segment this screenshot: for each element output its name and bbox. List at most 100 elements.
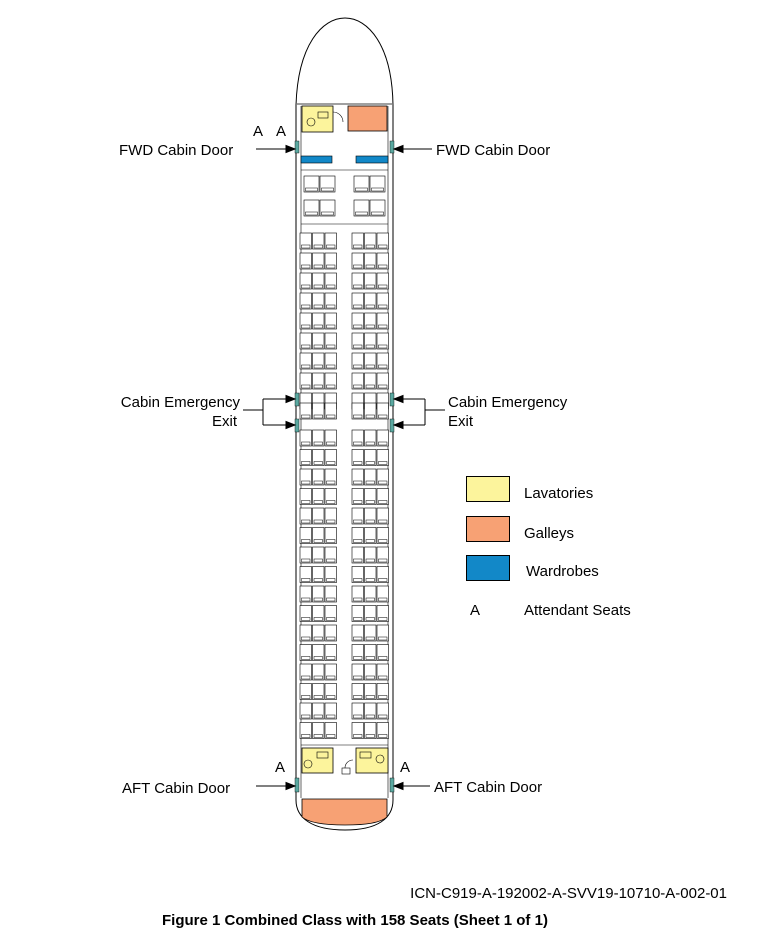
- economy-seat: [376, 312, 389, 330]
- aft-lavatory-left-sink: [316, 751, 329, 759]
- emergency-exit-right-label-line1: Cabin Emergency: [448, 394, 568, 411]
- economy-seat: [299, 352, 312, 370]
- economy-seat: [299, 546, 312, 564]
- economy-seat: [324, 332, 337, 350]
- economy-seat: [376, 402, 389, 420]
- economy-seat: [364, 585, 377, 603]
- economy-seat: [351, 566, 364, 583]
- economy-seat: [364, 527, 377, 544]
- economy-seat: [324, 527, 337, 544]
- fwd-galley: [347, 105, 388, 132]
- economy-seat: [364, 429, 377, 447]
- economy-seat: [324, 372, 337, 390]
- aft-lavatory-right-sink: [359, 751, 372, 759]
- economy-seat: [364, 372, 377, 390]
- economy-seat: [299, 449, 312, 466]
- economy-seat: [376, 644, 389, 661]
- economy-seat: [324, 488, 337, 505]
- economy-seat: [312, 702, 325, 720]
- aft-lavatory-right-toilet: [375, 754, 385, 764]
- economy-seat: [312, 663, 325, 681]
- legend-symbol-attendant: A: [470, 602, 481, 619]
- economy-seat: [299, 252, 312, 270]
- legend-label-wardrobes: Wardrobes: [526, 563, 599, 580]
- fwd-cabin-door-right-label: FWD Cabin Door: [436, 142, 551, 159]
- fwd-door-right: [389, 140, 395, 154]
- economy-seat: [351, 402, 364, 420]
- attendant-marker-fwd-1: A: [253, 123, 264, 140]
- legend-label-lavatories: Lavatories: [524, 485, 594, 502]
- economy-seat: [376, 352, 389, 370]
- economy-seat: [312, 372, 325, 390]
- economy-seat: [324, 468, 337, 486]
- economy-seat: [299, 702, 312, 720]
- economy-seat: [312, 232, 325, 250]
- economy-seat: [376, 429, 389, 447]
- economy-seat: [324, 663, 337, 681]
- economy-seat: [312, 402, 325, 420]
- economy-seat: [299, 644, 312, 661]
- economy-seat: [364, 644, 377, 661]
- economy-seat: [351, 488, 364, 505]
- economy-seat: [312, 546, 325, 564]
- economy-seat: [312, 252, 325, 270]
- fwd-wardrobe-left: [300, 155, 333, 164]
- economy-seat: [299, 683, 312, 700]
- aft-cabin-door-right-label: AFT Cabin Door: [434, 779, 543, 796]
- economy-seat: [299, 402, 312, 420]
- economy-seat: [312, 644, 325, 661]
- economy-seat: [376, 488, 389, 505]
- economy-seat: [364, 252, 377, 270]
- economy-seat: [364, 546, 377, 564]
- economy-seat: [351, 272, 364, 290]
- economy-seat: [324, 702, 337, 720]
- economy-seat: [351, 312, 364, 330]
- economy-seat: [351, 702, 364, 720]
- economy-seat: [312, 585, 325, 603]
- fwd-cabin-door-left-label: FWD Cabin Door: [119, 142, 234, 159]
- exit-door-left-2: [294, 418, 300, 433]
- economy-seat: [299, 605, 312, 622]
- exit-door-right-1: [389, 392, 395, 407]
- economy-seat: [324, 546, 337, 564]
- economy-seat: [376, 722, 389, 739]
- economy-seat: [351, 232, 364, 250]
- economy-seat: [299, 507, 312, 525]
- emergency-exit-left-label-line2: Exit: [211, 413, 237, 430]
- economy-seat: [324, 252, 337, 270]
- economy-seat: [364, 292, 377, 310]
- premium-seat: [319, 175, 336, 193]
- economy-seat: [312, 352, 325, 370]
- attendant-marker-aft-left: A: [275, 759, 286, 776]
- economy-seat: [364, 702, 377, 720]
- premium-seat: [303, 175, 320, 193]
- economy-seat: [364, 312, 377, 330]
- economy-seat: [351, 546, 364, 564]
- legend-label-attendant-seats: Attendant Seats: [524, 602, 631, 619]
- economy-seat: [324, 429, 337, 447]
- economy-seat: [376, 702, 389, 720]
- economy-seat: [324, 272, 337, 290]
- economy-seat: [351, 527, 364, 544]
- economy-seat: [351, 585, 364, 603]
- economy-seat: [299, 312, 312, 330]
- economy-seat: [312, 624, 325, 642]
- economy-seat: [376, 372, 389, 390]
- economy-seat: [299, 468, 312, 486]
- economy-seat: [299, 527, 312, 544]
- economy-seat: [324, 644, 337, 661]
- economy-seat: [364, 488, 377, 505]
- economy-seat: [312, 292, 325, 310]
- economy-seat: [364, 272, 377, 290]
- fwd-lavatory: [301, 105, 334, 133]
- legend-swatch-lavatories: [466, 476, 510, 502]
- economy-seat: [376, 507, 389, 525]
- economy-seat: [351, 372, 364, 390]
- economy-seat: [324, 605, 337, 622]
- economy-seat: [299, 488, 312, 505]
- economy-seat: [312, 272, 325, 290]
- economy-seat: [364, 624, 377, 642]
- economy-seat: [324, 683, 337, 700]
- attendant-marker-fwd-2: A: [276, 123, 287, 140]
- economy-seat: [312, 429, 325, 447]
